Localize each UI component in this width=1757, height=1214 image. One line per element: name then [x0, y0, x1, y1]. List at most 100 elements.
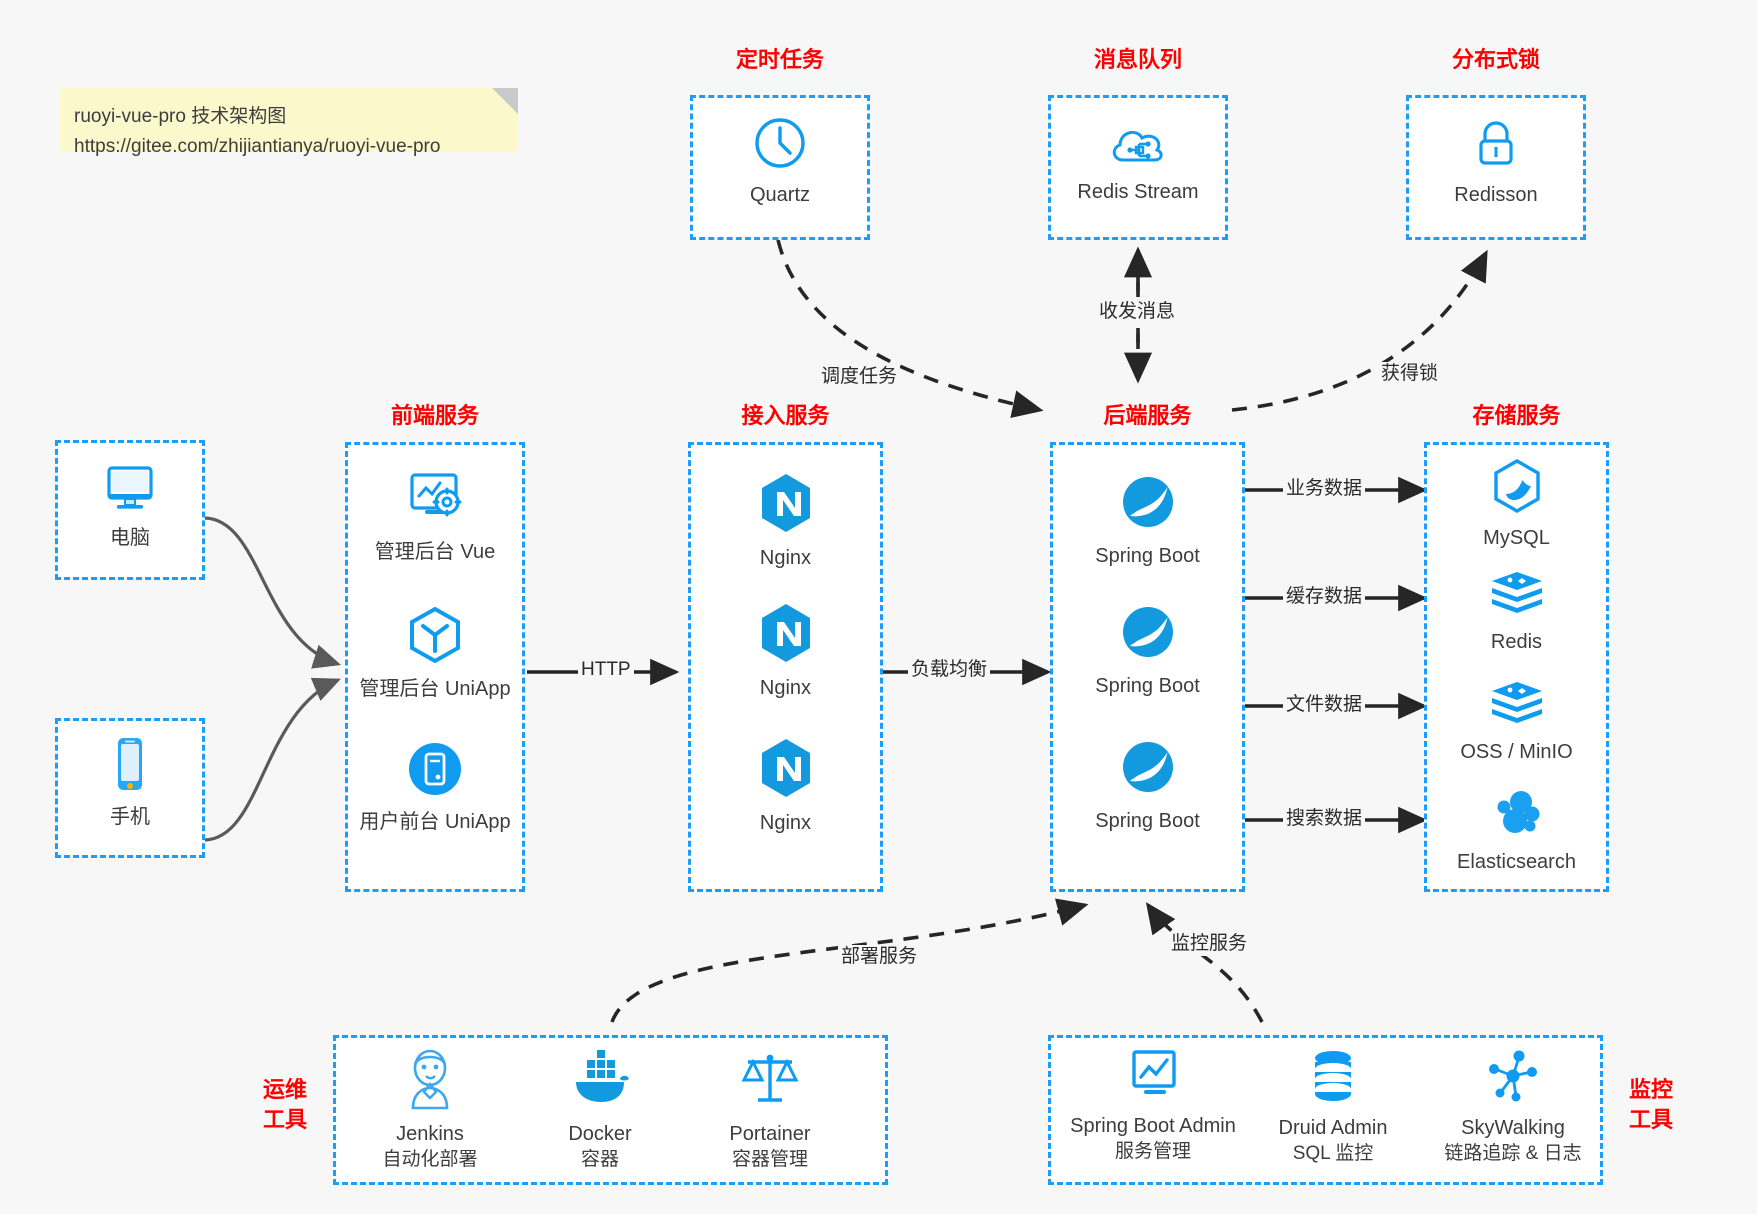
- group-title-frontend: 前端服务: [390, 403, 479, 428]
- node-label: Redisson: [1454, 184, 1538, 206]
- clock-icon: [752, 115, 808, 176]
- node-sublabel: 容器: [580, 1149, 619, 1170]
- node-label: Redis Stream: [1077, 181, 1199, 203]
- node-oss-minio[interactable]: OSS / MinIO: [1424, 678, 1609, 765]
- group-title-backend: 后端服务: [1103, 403, 1192, 428]
- node-mysql[interactable]: MySQL: [1424, 458, 1609, 551]
- group-title-devops: 运维 工具: [250, 1075, 320, 1135]
- edge-label-deploy-service: 部署服务: [838, 945, 921, 969]
- edge-label-file-data: 文件数据: [1283, 693, 1366, 717]
- group-title-lock: 分布式锁: [1451, 47, 1540, 72]
- edge-label-schedule-task: 调度任务: [818, 365, 901, 389]
- group-box-lock: [1406, 95, 1586, 240]
- monitoring-title-line1: 监控: [1628, 1077, 1673, 1102]
- note-fold-corner: [492, 88, 518, 114]
- dashboard-gear-icon: [402, 470, 468, 533]
- node-spring-boot-admin[interactable]: Spring Boot Admin 服务管理: [1058, 1048, 1248, 1164]
- node-label: 管理后台 Vue: [374, 541, 496, 563]
- devops-title-line2: 工具: [262, 1107, 307, 1132]
- mysql-dolphin-icon: [1490, 458, 1544, 519]
- docker-whale-icon: [568, 1048, 632, 1115]
- padlock-icon: [1468, 115, 1524, 176]
- edge-label-http: HTTP: [578, 658, 634, 682]
- node-label: Spring Boot: [1095, 810, 1200, 832]
- node-label: MySQL: [1483, 527, 1550, 549]
- elasticsearch-icon: [1490, 788, 1544, 843]
- smartphone-icon: [110, 735, 150, 798]
- node-druid-admin[interactable]: Druid Admin SQL 监控: [1248, 1048, 1418, 1166]
- node-user-uniapp[interactable]: 用户前台 UniApp: [345, 740, 525, 835]
- group-box-device-computer: [55, 440, 205, 580]
- node-label: Nginx: [759, 812, 812, 834]
- hexagon-cube-icon: [405, 605, 465, 670]
- node-portainer[interactable]: Portainer 容器管理: [685, 1048, 855, 1172]
- spring-boot-icon: [1118, 602, 1178, 667]
- node-label: Spring Boot: [1095, 545, 1200, 567]
- node-label: 手机: [110, 806, 150, 828]
- edge-label-search-data: 搜索数据: [1283, 807, 1366, 831]
- node-nginx-1[interactable]: Nginx: [688, 472, 883, 571]
- group-title-monitoring: 监控 工具: [1616, 1075, 1686, 1135]
- edge-label-load-balance: 负载均衡: [908, 658, 991, 682]
- node-sublabel: SQL 监控: [1292, 1143, 1374, 1164]
- node-nginx-2[interactable]: Nginx: [688, 602, 883, 701]
- group-title-scheduler: 定时任务: [735, 47, 824, 72]
- node-springboot-1[interactable]: Spring Boot: [1050, 472, 1245, 569]
- devops-title-line1: 运维: [262, 1077, 307, 1102]
- node-label: Docker: [568, 1123, 632, 1145]
- node-label: 用户前台 UniApp: [359, 811, 511, 833]
- nginx-icon: [757, 472, 815, 539]
- node-admin-uniapp[interactable]: 管理后台 UniApp: [345, 605, 525, 702]
- spring-boot-icon: [1118, 472, 1178, 537]
- group-box-frontend: [345, 442, 525, 892]
- node-label: Portainer: [729, 1123, 811, 1145]
- node-label: Spring Boot: [1095, 675, 1200, 697]
- node-skywalking[interactable]: SkyWalking 链路追踪 & 日志: [1418, 1048, 1608, 1166]
- edge-label-send-receive-message: 收发消息: [1096, 300, 1179, 324]
- node-admin-vue[interactable]: 管理后台 Vue: [345, 470, 525, 565]
- node-jenkins[interactable]: Jenkins 自动化部署: [345, 1048, 515, 1172]
- node-label: Elasticsearch: [1457, 851, 1576, 873]
- scales-icon: [740, 1048, 800, 1115]
- node-label: 电脑: [110, 527, 150, 549]
- node-quartz[interactable]: Quartz: [690, 115, 870, 208]
- node-label: Druid Admin: [1278, 1117, 1388, 1139]
- node-sublabel: 链路追踪 & 日志: [1444, 1143, 1582, 1164]
- edge-label-cache-data: 缓存数据: [1283, 585, 1366, 609]
- sticky-note: ruoyi-vue-pro 技术架构图 https://gitee.com/zh…: [60, 88, 518, 157]
- node-sublabel: 服务管理: [1114, 1141, 1191, 1162]
- spring-boot-icon: [1118, 737, 1178, 802]
- edge-label-acquire-lock: 获得锁: [1378, 362, 1442, 386]
- node-graph-icon: [1485, 1048, 1541, 1109]
- cloud-network-icon: [1107, 118, 1169, 173]
- node-redis[interactable]: Redis: [1424, 568, 1609, 655]
- node-computer[interactable]: 电脑: [55, 462, 205, 551]
- node-springboot-3[interactable]: Spring Boot: [1050, 737, 1245, 834]
- note-line-url: https://gitee.com/zhijiantianya/ruoyi-vu…: [74, 136, 441, 157]
- group-box-mq: [1048, 95, 1228, 240]
- node-label: Quartz: [749, 184, 811, 206]
- node-label: SkyWalking: [1461, 1117, 1565, 1139]
- node-label: Nginx: [759, 677, 812, 699]
- node-phone[interactable]: 手机: [55, 735, 205, 830]
- node-docker[interactable]: Docker 容器: [515, 1048, 685, 1172]
- node-sublabel: 自动化部署: [382, 1149, 478, 1170]
- desktop-monitor-icon: [101, 462, 159, 519]
- note-line-title: ruoyi-vue-pro 技术架构图: [74, 106, 287, 127]
- node-elasticsearch[interactable]: Elasticsearch: [1424, 788, 1609, 875]
- node-label: Redis: [1490, 631, 1543, 653]
- database-cylinder-icon: [1307, 1048, 1359, 1109]
- node-springboot-2[interactable]: Spring Boot: [1050, 602, 1245, 699]
- node-label: Jenkins: [396, 1123, 464, 1145]
- node-label: OSS / MinIO: [1460, 741, 1573, 763]
- monitor-chart-icon: [1124, 1048, 1182, 1107]
- node-redisson[interactable]: Redisson: [1406, 115, 1586, 208]
- edge-label-business-data: 业务数据: [1283, 477, 1366, 501]
- node-nginx-3[interactable]: Nginx: [688, 737, 883, 836]
- group-title-storage: 存储服务: [1472, 403, 1561, 428]
- node-redis-stream[interactable]: Redis Stream: [1048, 118, 1228, 205]
- node-label: Spring Boot Admin: [1070, 1115, 1236, 1137]
- node-sublabel: 容器管理: [731, 1149, 808, 1170]
- group-title-mq: 消息队列: [1093, 47, 1182, 72]
